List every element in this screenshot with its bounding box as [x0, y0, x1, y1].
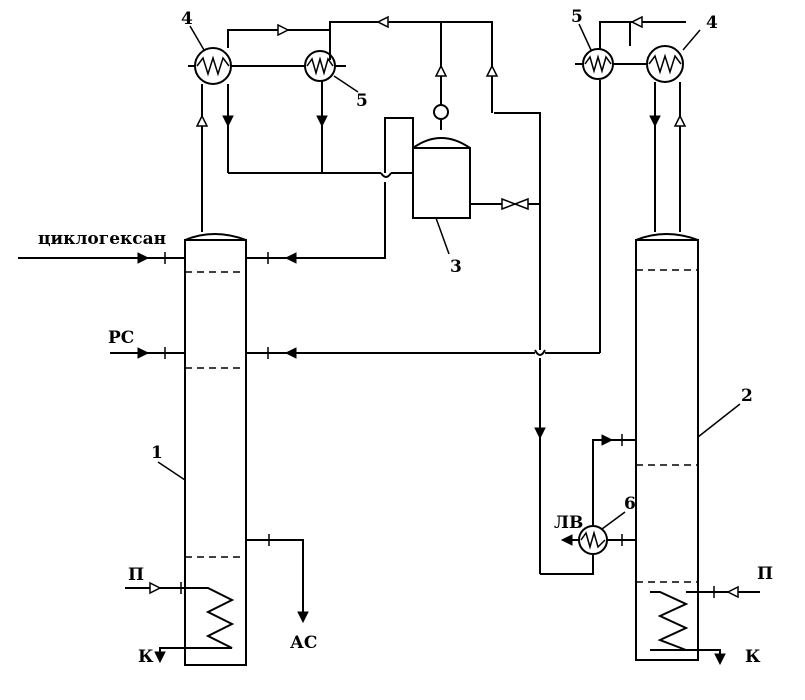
condenser-4-right — [646, 45, 684, 83]
label-condensate-right: К — [745, 647, 761, 667]
label-product-as: АС — [290, 633, 317, 653]
column-1 — [184, 233, 247, 666]
number-cooler-5-left: 5 — [356, 91, 368, 111]
number-cooler-5-right: 5 — [571, 7, 583, 27]
label-steam-right: П — [757, 564, 773, 584]
label-condensate-left: К — [138, 647, 154, 667]
separator-3 — [412, 76, 471, 219]
number-column-1: 1 — [151, 443, 163, 463]
number-separator-3: 3 — [450, 257, 462, 277]
level-indicator-circle — [433, 104, 449, 120]
reboiler-coil-right — [650, 591, 689, 651]
reboiler-coil-left — [197, 587, 235, 649]
number-condenser-4-right: 4 — [706, 13, 718, 33]
leader-lines — [157, 23, 741, 530]
label-steam-left: П — [128, 565, 144, 585]
condenser-4-left — [194, 47, 232, 85]
cooler-5-right — [582, 48, 614, 80]
flow-markers — [137, 15, 739, 666]
number-column-2: 2 — [741, 386, 753, 406]
number-condenser-4-left: 4 — [181, 9, 193, 29]
label-rs: РС — [108, 328, 134, 348]
label-product-lv: ЛВ — [554, 513, 583, 533]
label-cyclohexane: циклогексан — [38, 229, 166, 249]
number-heat-exchanger-6: 6 — [624, 494, 636, 514]
column-2 — [635, 233, 699, 661]
